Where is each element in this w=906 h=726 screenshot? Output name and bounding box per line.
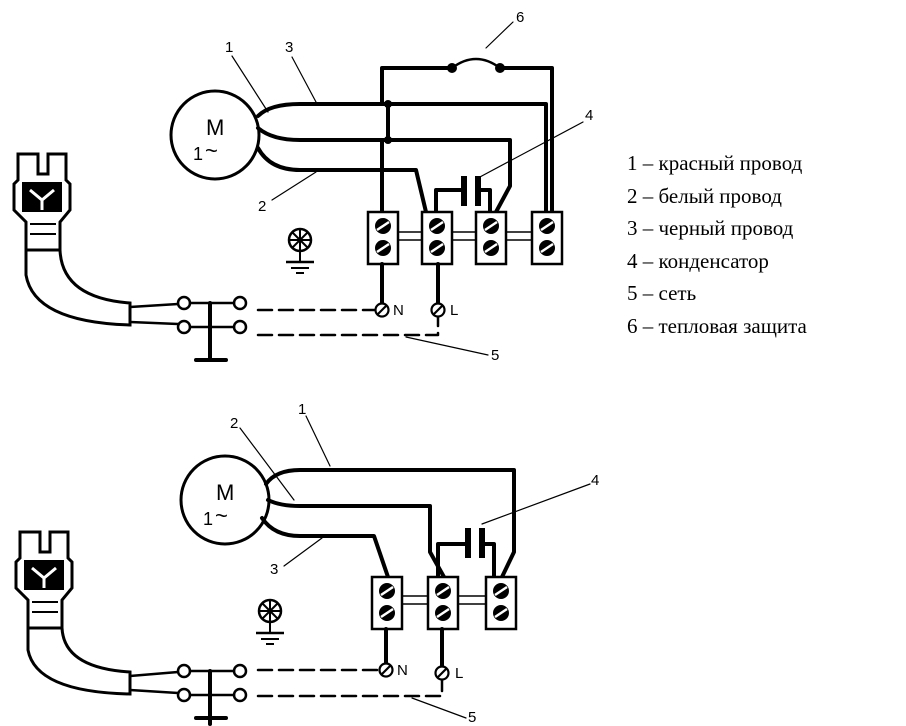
terminal-1 — [370, 575, 404, 631]
terminal-L-label: L — [450, 302, 458, 319]
power-cord — [24, 248, 132, 327]
terminal-3 — [474, 210, 508, 266]
switch-contacts — [176, 295, 248, 362]
terminal-N-label: N — [393, 302, 404, 319]
thermal-protector-switch — [450, 57, 502, 70]
legend-item-mains: 5 – сеть — [627, 281, 697, 305]
terminal-block — [370, 575, 518, 631]
callout-2: 2 — [230, 415, 238, 432]
wire-red — [256, 126, 512, 214]
callout-4: 4 — [585, 107, 593, 124]
thermal-protector-loop — [380, 66, 554, 214]
legend-item-black-wire: 3 – черный провод — [627, 216, 794, 240]
terminal-L-screw — [434, 665, 450, 681]
terminal-block — [366, 210, 564, 266]
ground-icon — [256, 598, 284, 645]
motor-symbol — [169, 89, 261, 181]
callout-6: 6 — [516, 9, 524, 26]
callout-5: 5 — [491, 347, 499, 364]
power-plug-icon — [14, 530, 74, 630]
terminal-N-screw — [374, 302, 390, 318]
ground-icon — [286, 227, 314, 274]
terminal-L-label: L — [455, 665, 463, 682]
wire-white — [256, 146, 428, 214]
wire-black — [256, 102, 548, 214]
wire-red — [264, 468, 516, 579]
callout-1: 1 — [225, 39, 233, 56]
power-cord — [26, 626, 132, 696]
terminal-N-screw — [378, 662, 394, 678]
callout-3: 3 — [270, 561, 278, 578]
motor-phase: 1 — [193, 144, 203, 164]
motor-letter: M — [206, 115, 224, 140]
motor-letter: M — [216, 480, 234, 505]
legend-item-red-wire: 1 – красный провод — [627, 151, 803, 175]
motor-ac-symbol: ~ — [215, 503, 228, 528]
legend-item-white-wire: 2 – белый провод — [627, 183, 782, 208]
wire-white — [266, 498, 446, 579]
terminal-4 — [530, 210, 564, 266]
legend: 1 – красный провод 2 – белый провод 3 – … — [627, 147, 807, 342]
power-plug-icon — [12, 152, 72, 252]
mains-line-L — [256, 316, 440, 337]
top-diagram: M 1 ~ — [12, 9, 593, 364]
terminal-3 — [484, 575, 518, 631]
bottom-diagram: M 1 ~ — [14, 401, 599, 726]
callout-3: 3 — [285, 39, 293, 56]
terminal-2 — [420, 210, 454, 266]
legend-item-thermal-protection: 6 – тепловая защита — [627, 313, 807, 338]
terminal-L-screw — [430, 302, 446, 318]
terminal-N-label: N — [397, 662, 408, 679]
legend-item-capacitor: 4 – конденсатор — [627, 248, 769, 273]
callout-1: 1 — [298, 401, 306, 418]
switch-contacts — [176, 663, 248, 726]
callout-5: 5 — [468, 709, 476, 726]
callout-4: 4 — [591, 472, 599, 489]
terminal-2 — [426, 575, 460, 631]
motor-ac-symbol: ~ — [205, 138, 218, 163]
wire-black — [260, 516, 390, 579]
callout-2: 2 — [258, 198, 266, 215]
mains-line-L — [256, 679, 444, 698]
terminal-1 — [366, 210, 400, 266]
motor-phase: 1 — [203, 509, 213, 529]
